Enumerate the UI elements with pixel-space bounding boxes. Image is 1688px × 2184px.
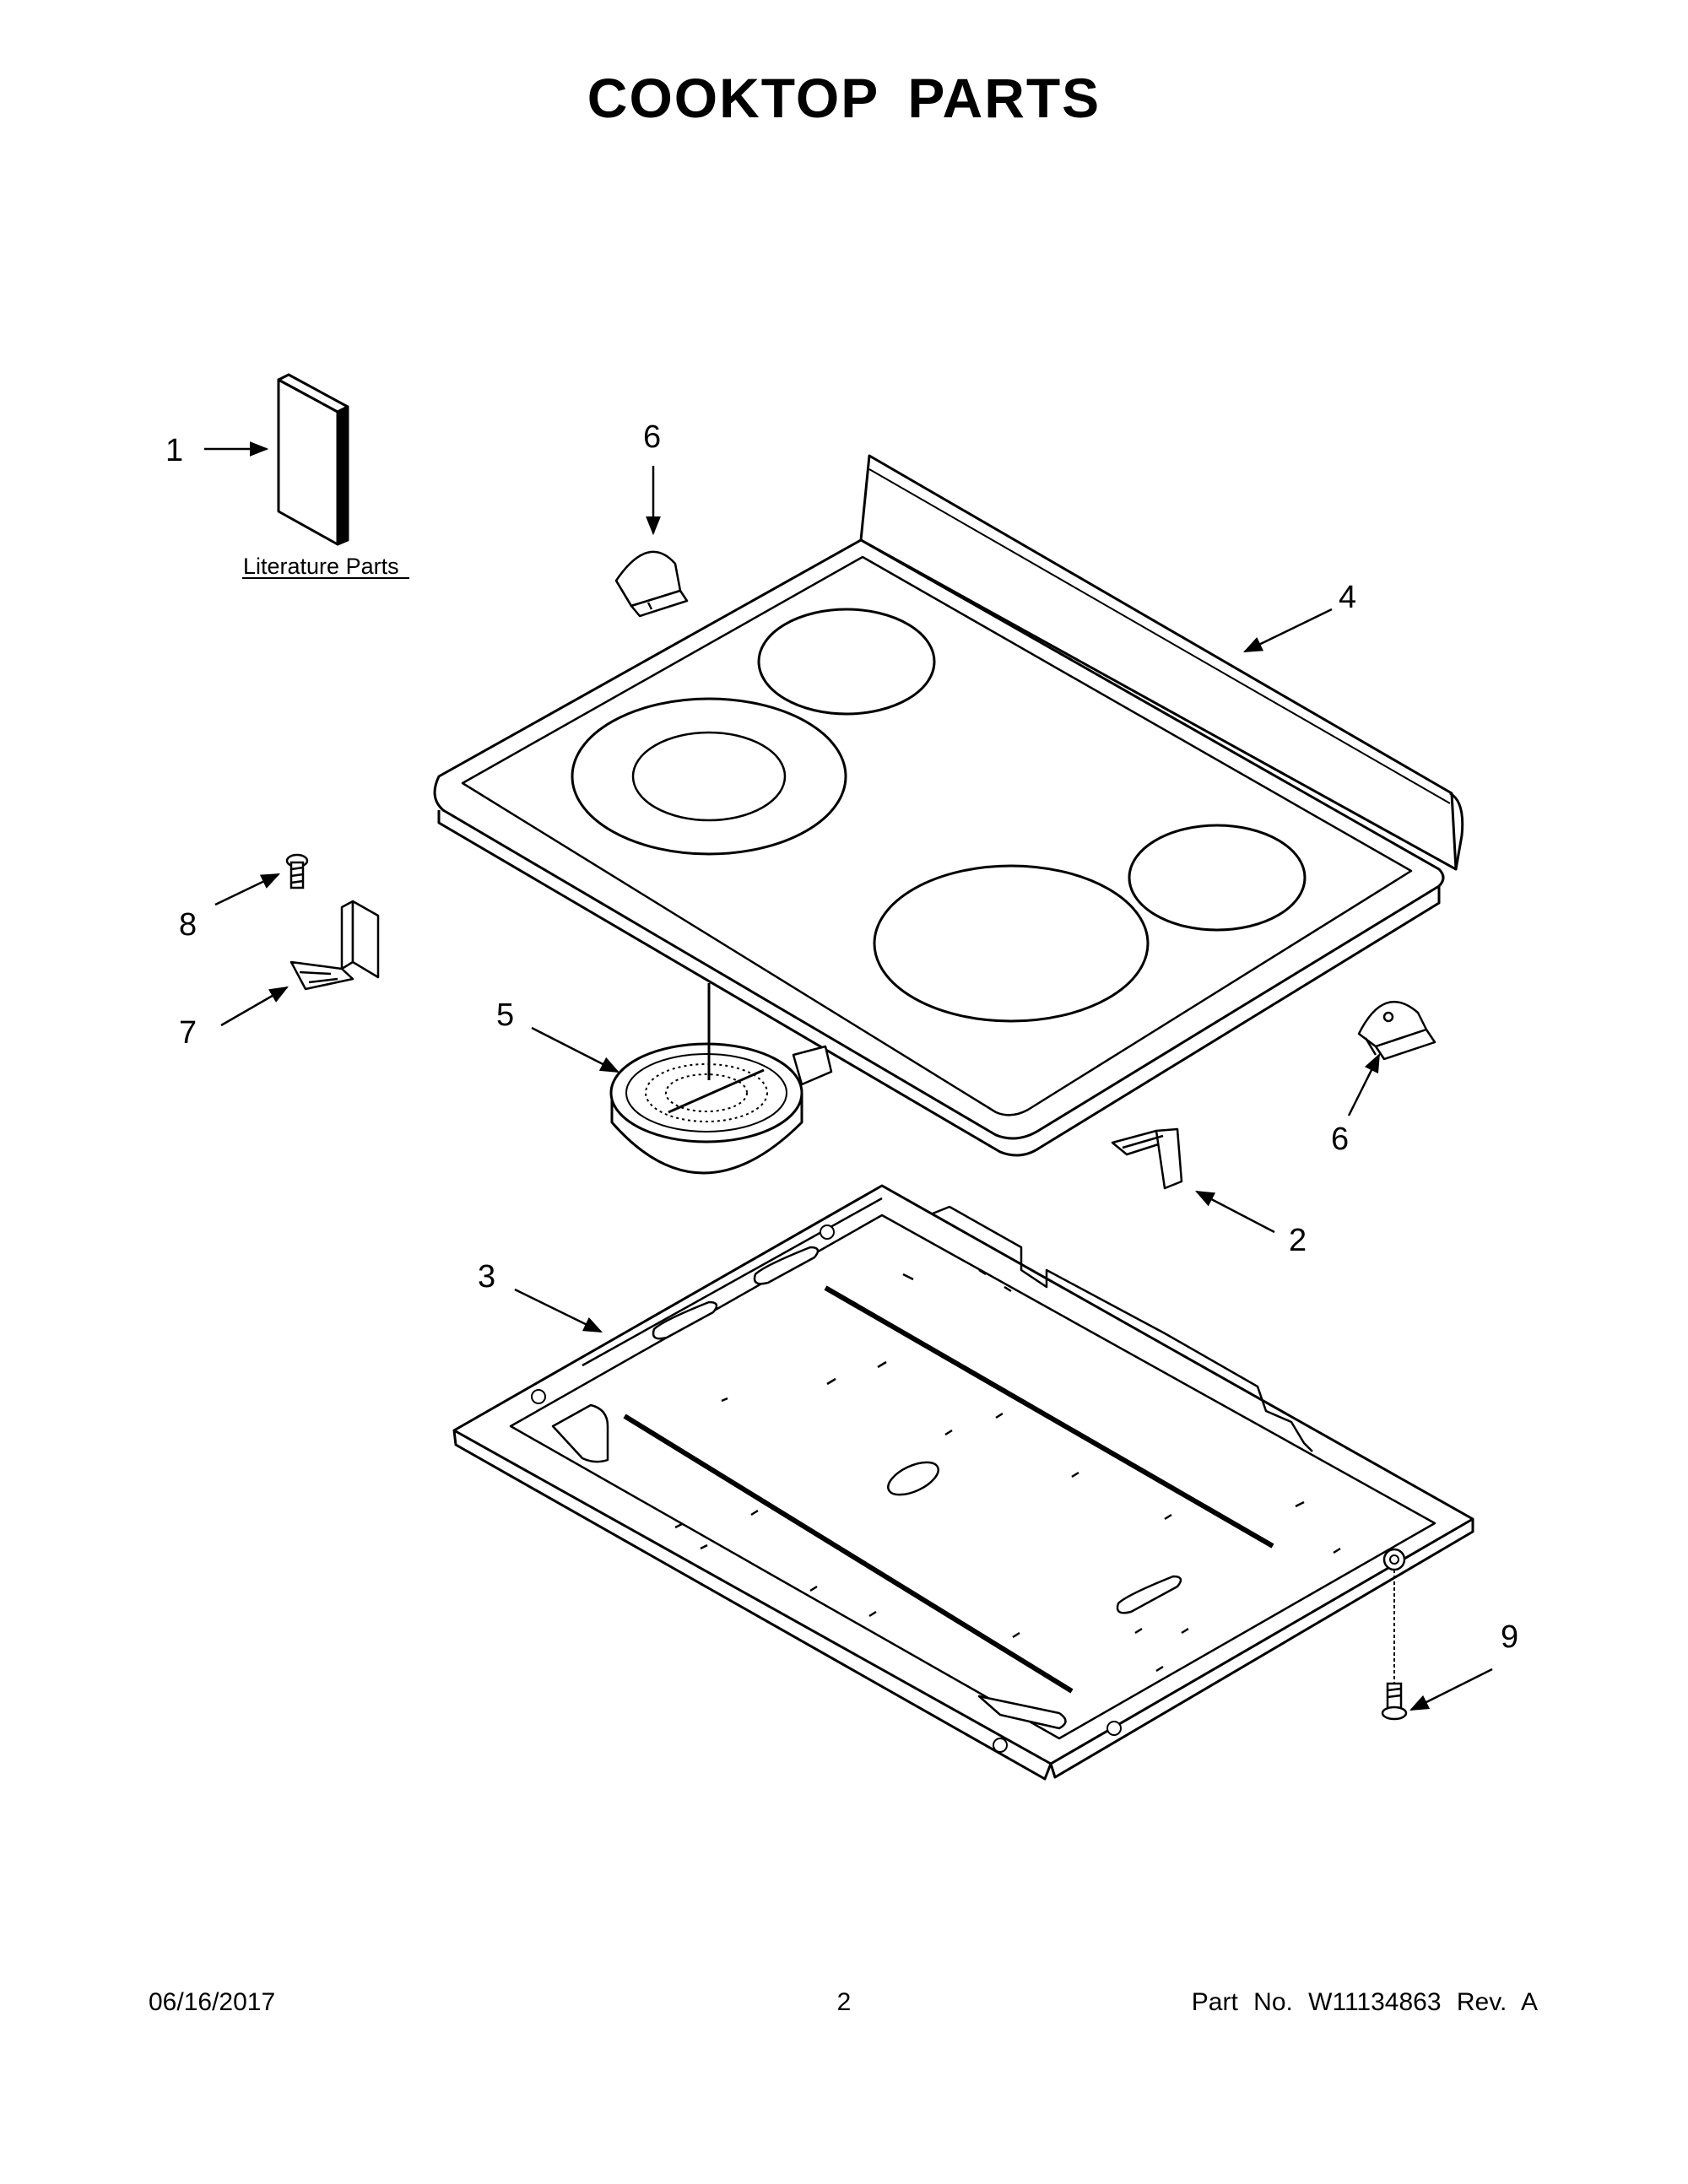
clip-part-2[interactable] [1111, 1127, 1183, 1190]
callout-9: 9 [1501, 1619, 1518, 1655]
burner-box-tray-part[interactable] [452, 1184, 1474, 1781]
footer-date: 06/16/2017 [149, 1988, 276, 2016]
bracket-part-7[interactable] [289, 900, 380, 991]
callout-9-arrow [1409, 1668, 1493, 1711]
hold-down-bracket-part-right[interactable] [1357, 1000, 1436, 1061]
callout-6-right: 6 [1331, 1122, 1349, 1157]
callout-5-arrow [531, 1026, 620, 1073]
callout-7-arrow [220, 986, 289, 1027]
callout-7: 7 [179, 1015, 197, 1051]
callout-6-top: 6 [643, 419, 661, 455]
screw-part-8[interactable] [285, 853, 309, 889]
callout-8-arrow [214, 873, 281, 906]
cooktop-glass-part[interactable] [433, 454, 1464, 1157]
literature-parts-label: Literature Parts [243, 554, 399, 579]
screw-part-9[interactable] [1381, 1570, 1408, 1721]
footer-part-number: Part No. W11134863 Rev. A [1191, 1988, 1538, 2016]
callout-3: 3 [478, 1259, 495, 1295]
callout-2: 2 [1289, 1223, 1307, 1258]
callout-1: 1 [165, 433, 183, 468]
callout-4-arrow [1242, 608, 1333, 653]
callout-4: 4 [1339, 580, 1356, 615]
burner-rings [571, 608, 1307, 1023]
literature-booklet-part[interactable] [277, 373, 349, 546]
radiant-element-part[interactable] [609, 983, 833, 1175]
callout-2-arrow [1195, 1190, 1275, 1234]
hold-down-bracket-part-top[interactable] [614, 550, 689, 618]
page-title: COOKTOP PARTS [587, 67, 1101, 129]
footer-page-number: 2 [836, 1988, 852, 2016]
callout-3-arrow [514, 1288, 603, 1333]
callout-5: 5 [496, 997, 514, 1033]
callout-6-right-arrow [1347, 1052, 1381, 1116]
callout-8: 8 [179, 907, 197, 943]
